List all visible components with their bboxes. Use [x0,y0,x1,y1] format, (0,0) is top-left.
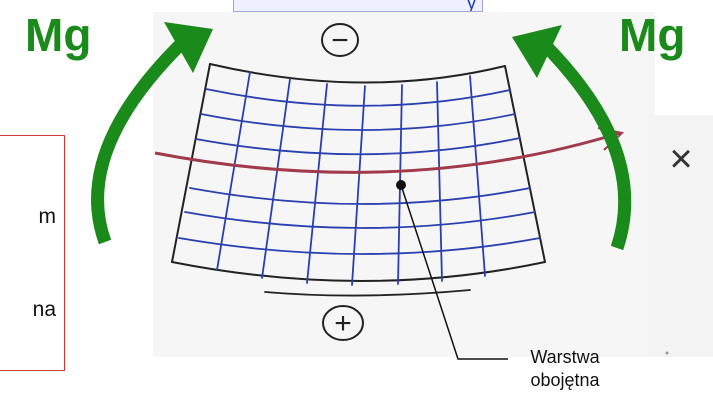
info-box-line-1: m [38,205,57,228]
grid-left-edge [171,63,211,263]
compression-sign: − [331,24,349,57]
right-moment-arrowhead [512,25,562,78]
caption-line-2: obojętna [530,370,600,390]
grid-vertical-line [306,83,328,284]
tension-sign-circle [322,305,364,341]
title-fragment: y [467,0,476,12]
deformed-grid [171,63,546,297]
title-box: y [233,0,483,12]
grid-top-edge [209,63,506,84]
bottom-stroke [264,289,471,297]
grid-right-edge [504,65,546,263]
grid-horizontal-line [195,137,521,156]
caption-leader-line [400,184,508,360]
compression-sign-circle [321,23,359,57]
grid-vertical-line [216,71,251,271]
sketch-background-right [648,115,713,357]
info-box: m na [0,135,65,371]
stray-dot [665,351,669,355]
tension-sign: + [334,307,352,340]
grid-bottom-edge [171,261,546,282]
neutral-layer-line [154,131,621,174]
info-box-line-2: na [32,298,56,321]
axis-label-x: × [669,137,692,181]
moment-label-left: Mg [25,9,92,61]
grid-vertical-line [469,75,486,277]
moment-label-right: Mg [619,9,686,61]
left-moment-arc [91,35,190,245]
grid-vertical-line [436,81,443,282]
grid-horizontal-line [200,113,516,131]
right-moment-arc [537,37,632,251]
left-moment-arrowhead [164,22,213,73]
grid-horizontal-line [189,187,531,205]
caption-line-1: Warstwa [530,347,600,367]
grid-vertical-line [261,78,291,279]
grid-horizontal-line [205,88,511,107]
neutral-layer-caption: Warstwa obojętna [515,346,615,392]
grid-vertical-line [351,85,366,286]
grid-horizontal-line [184,211,536,229]
grid-horizontal-line [178,237,541,255]
